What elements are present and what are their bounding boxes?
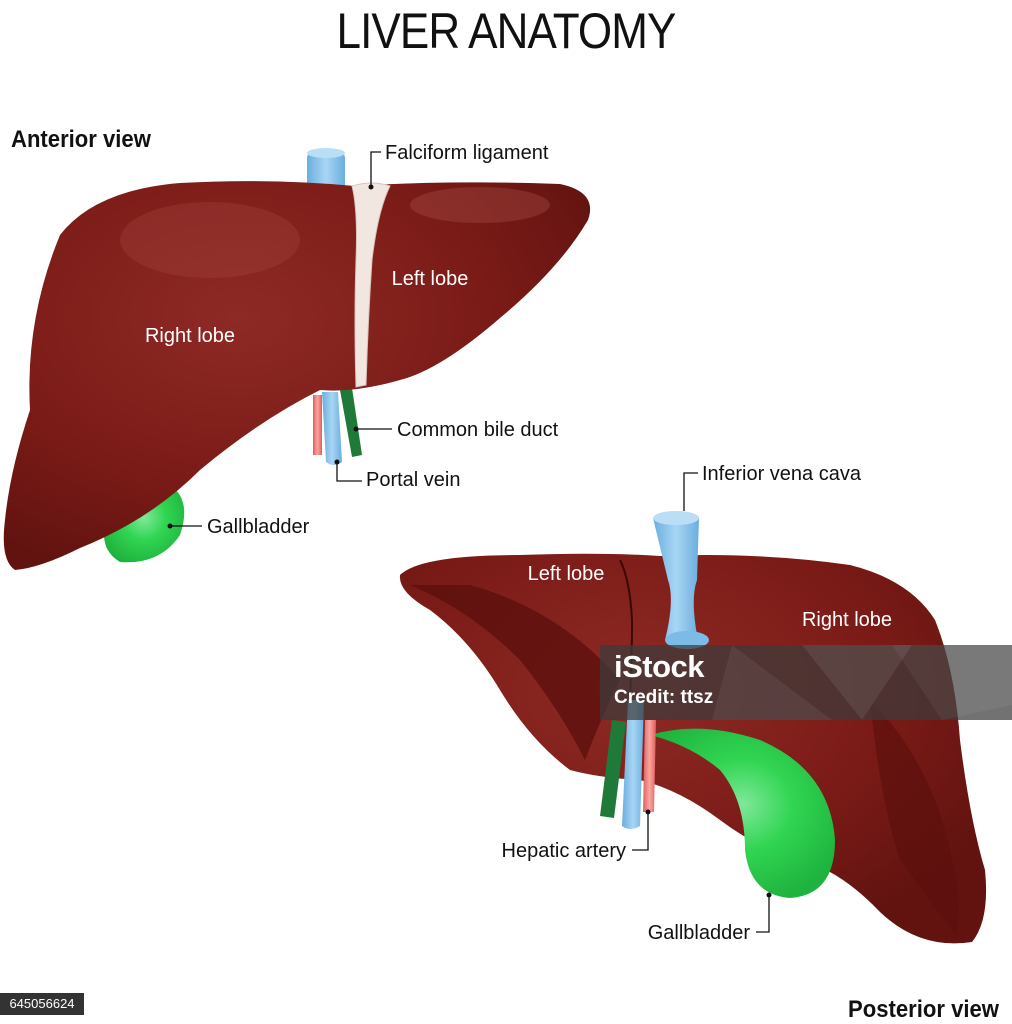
posterior-portal-vein-vessel [622,700,644,829]
anterior-left-lobe-label: Left lobe [392,268,469,290]
falciform-leader-line [370,151,381,187]
posterior-left-lobe-shadow [410,585,620,760]
falciform-ligament-label: Falciform ligament [385,142,549,164]
anterior-view-heading: Anterior view [11,126,151,153]
anterior-ivc-vessel [307,152,345,192]
posterior-gallbladder-leader-dot [766,892,772,898]
posterior-ivc-vessel [653,513,699,640]
common-bile-duct-label: Common bile duct [397,419,559,441]
diagram-title: LIVER ANATOMY [336,3,676,59]
portal-vein-leader-dot [334,459,340,465]
posterior-hepatic-artery-vessel [643,720,656,812]
anterior-hepatic-artery-vessel [313,395,322,455]
anterior-ivc-opening [307,148,345,158]
anterior-portal-vein-vessel [322,392,342,465]
anterior-liver-group: Right lobe Left lobe Falciform ligament … [3,142,591,571]
watermark-pattern [712,645,1012,720]
posterior-right-lobe-shadow [870,700,959,935]
portal-vein-label: Portal vein [366,469,461,491]
falciform-ligament-shape [351,182,391,388]
anterior-liver-shape [3,181,591,571]
image-id-badge: 645056624 [0,993,84,1015]
posterior-bile-duct-vessel [600,720,626,818]
watermark-logo: iStock [614,649,705,684]
hepatic-artery-leader-dot [645,809,651,815]
anterior-right-lobe-sheen [120,202,300,278]
inferior-vena-cava-label: Inferior vena cava [702,463,862,485]
hepatic-artery-leader-line [632,812,649,851]
anterior-left-lobe-sheen [410,187,550,223]
posterior-gallbladder-shape [650,728,835,898]
posterior-ivc-top-opening [653,511,699,525]
anterior-gallbladder-leader-dot [167,523,173,529]
anterior-bile-duct-vessel [340,388,362,457]
hepatic-artery-label: Hepatic artery [502,840,627,862]
posterior-gallbladder-leader-line [756,895,770,933]
posterior-left-lobe-label: Left lobe [528,563,605,585]
portal-vein-leader-line [336,462,362,482]
anterior-right-lobe-label: Right lobe [145,325,235,347]
posterior-ivc-bottom-opening [665,631,709,649]
falciform-leader-dot [368,184,374,190]
posterior-gallbladder-label: Gallbladder [648,922,751,944]
istock-watermark: iStock Credit: ttsz [600,645,1012,720]
posterior-right-lobe-label: Right lobe [802,609,892,631]
bile-duct-leader-dot [353,426,359,432]
ivc-leader-line [683,472,698,511]
posterior-view-heading: Posterior view [848,996,999,1023]
watermark-credit: Credit: ttsz [614,687,714,708]
anterior-gallbladder-label: Gallbladder [207,516,310,538]
